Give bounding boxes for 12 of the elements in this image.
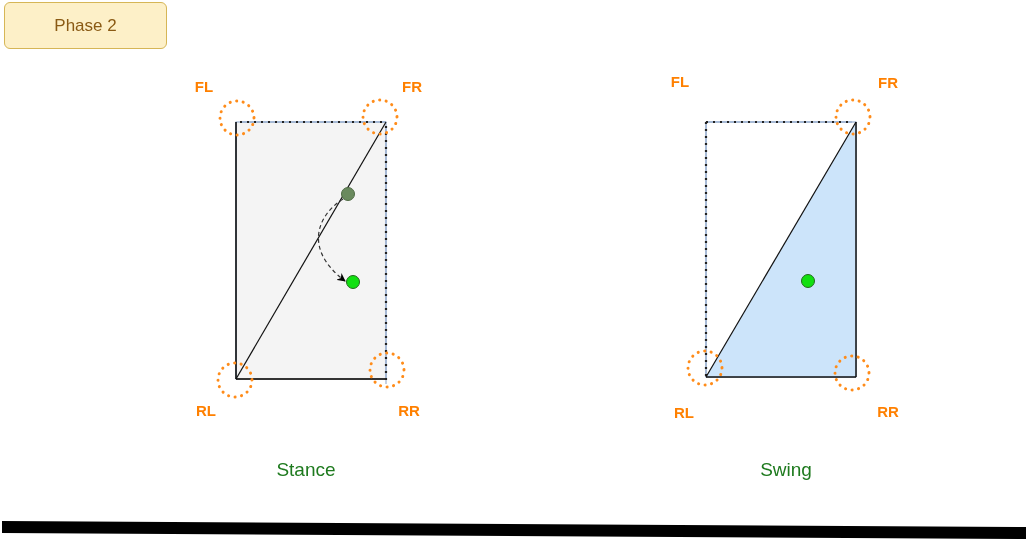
leg-label: RR [398, 401, 420, 419]
leg-label: RL [196, 401, 216, 419]
leg-label: FL [194, 77, 214, 95]
arrow [317, 198, 346, 282]
leg-label: FL [670, 72, 690, 90]
leg-label: FR [878, 73, 898, 91]
panel-caption: Stance [276, 459, 336, 481]
leg-label: RR [877, 402, 899, 420]
panel-caption: Swing [760, 459, 812, 481]
phase-tag: Phase 2 [4, 2, 167, 49]
leg-label: FR [402, 77, 422, 95]
leg-label: RL [674, 403, 694, 421]
